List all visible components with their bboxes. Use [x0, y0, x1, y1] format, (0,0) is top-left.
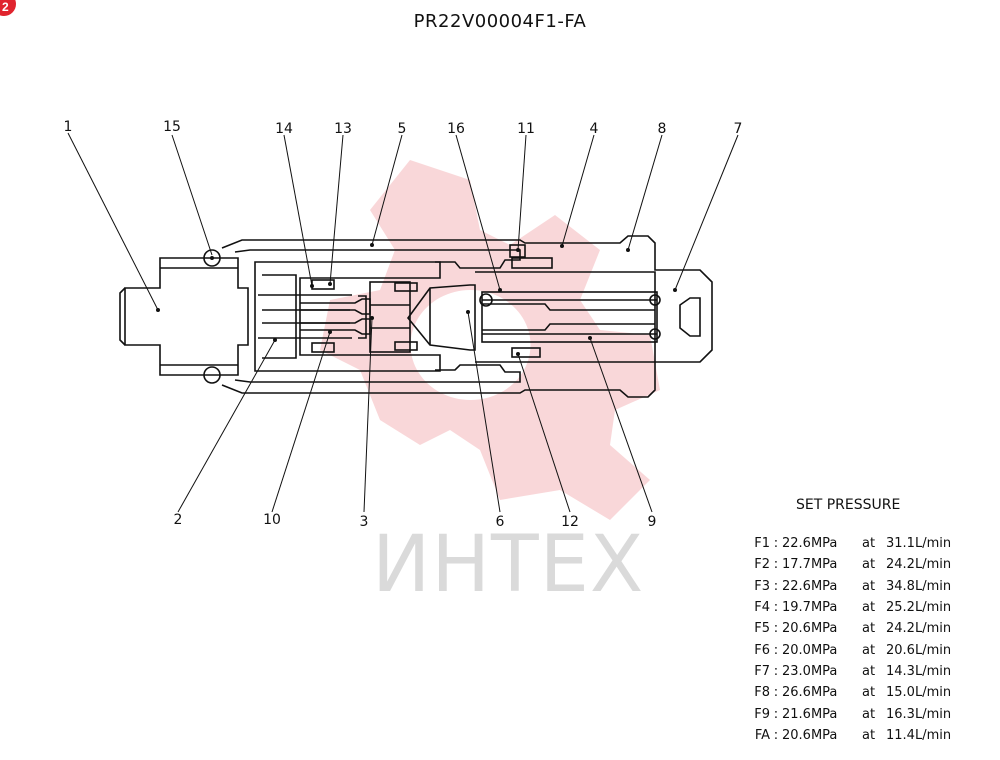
callout-label-6: 6 [496, 514, 505, 530]
pressure-row-f1: F1: 22.6MPa at 31.1L/min [746, 533, 951, 554]
callout-label-2: 2 [174, 512, 183, 528]
set-pressure-table: F1: 22.6MPa at 31.1L/min F2: 17.7MPa at 24… [746, 533, 951, 746]
flow-value: 11.4L/min [886, 727, 952, 743]
pressure-at: at [862, 600, 876, 616]
pressure-row-f7: F7: 23.0MPa at 14.3L/min [746, 661, 951, 682]
pressure-at: at [862, 685, 876, 701]
flow-value: 20.6L/min [886, 642, 952, 658]
pressure-value: 17.7MPa [782, 557, 838, 573]
pressure-at: at [862, 557, 876, 573]
pressure-value: 21.6MPa [782, 706, 838, 722]
pressure-separator: : [773, 557, 779, 573]
callout-label-13: 13 [334, 121, 352, 137]
callout-leader-lines [67, 132, 739, 513]
callout-label-12: 12 [561, 514, 579, 530]
flow-value: 14.3L/min [886, 663, 952, 679]
callout-label-8: 8 [658, 121, 667, 137]
pressure-id: F4 [754, 600, 770, 616]
pressure-value: 26.6MPa [782, 685, 838, 701]
corner-badge-number: 2 [2, 0, 9, 14]
pressure-value: 20.6MPa [782, 621, 838, 637]
callout-label-5: 5 [398, 121, 407, 137]
pressure-value: 23.0MPa [782, 663, 838, 679]
flow-value: 31.1L/min [886, 536, 952, 552]
callout-label-16: 16 [447, 121, 465, 137]
pressure-id: F9 [754, 706, 770, 722]
corner-badge: 2 [0, 0, 16, 16]
pressure-id: F3 [754, 578, 770, 594]
pressure-separator: : [773, 642, 779, 658]
pressure-at: at [862, 621, 876, 637]
flow-value: 15.0L/min [886, 685, 952, 701]
pressure-row-f5: F5: 20.6MPa at 24.2L/min [746, 618, 951, 639]
diagram-title: PR22V00004F1-FA [413, 11, 587, 32]
pressure-row-f8: F8: 26.6MPa at 15.0L/min [746, 682, 951, 703]
pressure-row-f3: F3: 22.6MPa at 34.8L/min [746, 576, 951, 597]
pressure-separator: : [773, 578, 779, 594]
watermark-text: ИНТЕХ [372, 520, 645, 610]
callout-dots [156, 243, 677, 356]
set-pressure-title: SET PRESSURE [796, 497, 901, 513]
callout-label-10: 10 [263, 512, 281, 528]
valve-body [119, 235, 713, 398]
pressure-row-f6: F6: 20.0MPa at 20.6L/min [746, 639, 951, 660]
pressure-separator: : [773, 600, 779, 616]
callout-label-7: 7 [734, 121, 743, 137]
callout-label-4: 4 [590, 121, 599, 137]
pressure-at: at [862, 642, 876, 658]
pressure-separator: : [773, 727, 779, 743]
pressure-id: F8 [754, 685, 770, 701]
pressure-separator: : [773, 685, 779, 701]
flow-value: 24.2L/min [886, 557, 952, 573]
pressure-id: F1 [754, 536, 770, 552]
pressure-separator: : [773, 536, 779, 552]
callout-label-9: 9 [648, 514, 657, 530]
pressure-row-f4: F4: 19.7MPa at 25.2L/min [746, 597, 951, 618]
callout-label-11: 11 [517, 121, 535, 137]
flow-value: 24.2L/min [886, 621, 952, 637]
pressure-separator: : [773, 663, 779, 679]
callout-label-15: 15 [163, 119, 181, 135]
pressure-at: at [862, 578, 876, 594]
pressure-id: F5 [754, 621, 770, 637]
pressure-row-fa: FA: 20.6MPa at 11.4L/min [746, 725, 951, 746]
pressure-separator: : [773, 706, 779, 722]
pressure-id: FA [754, 727, 770, 743]
pressure-value: 20.6MPa [782, 727, 838, 743]
pressure-at: at [862, 727, 876, 743]
pressure-value: 20.0MPa [782, 642, 838, 658]
pressure-id: F7 [754, 663, 770, 679]
pressure-id: F2 [754, 557, 770, 573]
pressure-id: F6 [754, 642, 770, 658]
pressure-at: at [862, 536, 876, 552]
callout-label-3: 3 [360, 514, 369, 530]
pressure-value: 19.7MPa [782, 600, 838, 616]
flow-value: 25.2L/min [886, 600, 952, 616]
flow-value: 34.8L/min [886, 578, 952, 594]
callout-label-14: 14 [275, 121, 293, 137]
pressure-value: 22.6MPa [782, 578, 838, 594]
pressure-separator: : [773, 621, 779, 637]
callout-label-1: 1 [64, 119, 73, 135]
pressure-at: at [862, 706, 876, 722]
flow-value: 16.3L/min [886, 706, 952, 722]
callout-labels: 1 15 14 13 5 16 11 4 8 7 2 10 3 6 12 9 [64, 119, 743, 530]
pressure-at: at [862, 663, 876, 679]
pressure-row-f2: F2: 17.7MPa at 24.2L/min [746, 554, 951, 575]
pressure-row-f9: F9: 21.6MPa at 16.3L/min [746, 703, 951, 724]
pressure-value: 22.6MPa [782, 536, 838, 552]
